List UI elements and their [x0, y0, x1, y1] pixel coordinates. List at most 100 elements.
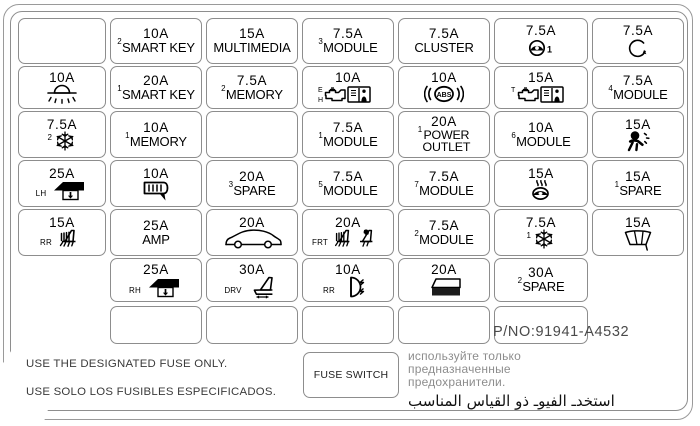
power-seat-icon: [246, 275, 280, 299]
fuse-amperage: 15A: [528, 69, 554, 85]
fuse-amperage: 15A: [625, 168, 651, 184]
fuse-amperage: 10A: [528, 119, 554, 135]
icon-row: RH: [129, 277, 183, 298]
note-arabic: استخدـ الفيوـ ذو القياس المناسب: [408, 392, 615, 410]
fuse-index-superscript: 1: [117, 83, 122, 93]
fuse-slot-empty[interactable]: [494, 306, 588, 344]
fuse-slot-empty[interactable]: [206, 306, 298, 344]
fuse-label-text: MODULE: [323, 182, 378, 198]
fuse-slot[interactable]: 15A: [494, 160, 588, 207]
fuse-slot-empty[interactable]: [110, 306, 202, 344]
fuse-position-label: RR: [40, 238, 52, 248]
fuse-index-superscript: 6: [511, 130, 516, 140]
fuse-label-text: SPARE: [619, 182, 662, 198]
fuse-index-superscript: 1: [526, 231, 531, 241]
fuse-position-label: RH: [129, 285, 141, 295]
fuse-amperage: 20A: [431, 262, 457, 278]
icon-row: 1: [526, 229, 556, 250]
fuse-amperage: 15A: [239, 26, 265, 42]
fuse-label-text: MEMORY: [225, 86, 283, 102]
fuse-slot-empty[interactable]: [398, 306, 490, 344]
fuse-slot[interactable]: 20A: [206, 209, 298, 256]
fuse-slot[interactable]: 15A: [592, 111, 684, 158]
fuse-position-label: DRV: [224, 285, 242, 295]
fuse-amperage: 7.5A: [236, 72, 268, 88]
fuse-slot-empty[interactable]: [18, 18, 106, 64]
icon-row: [39, 84, 85, 105]
fuse-slot[interactable]: 20A: [398, 258, 490, 302]
fuse-position-label: LH: [35, 189, 47, 199]
fuse-amperage: 7.5A: [332, 26, 364, 42]
svg-text:ABS: ABS: [437, 93, 452, 100]
outer-plate-border: [3, 4, 693, 420]
fuse-amperage: 10A: [335, 262, 361, 278]
fuse-index-superscript: 3: [318, 37, 323, 47]
fuse-amperage: 20A: [335, 214, 361, 230]
fuse-label-text: AMP: [142, 231, 170, 247]
snowflake-icon: [54, 130, 76, 152]
fuse-label-text: SMART KEY: [121, 86, 195, 102]
fuse-slot[interactable]: 10A: [18, 66, 106, 109]
fuse-amperage: 7.5A: [332, 168, 364, 184]
icon-row: 2: [48, 130, 77, 152]
fuse-index-superscript: 4: [608, 83, 613, 93]
fuse-label-text: SPARE: [233, 182, 276, 198]
fuse-switch-button[interactable]: FUSE SWITCH: [303, 352, 399, 398]
fuse-amperage: 30A: [528, 265, 554, 281]
icon-row: [625, 38, 651, 58]
icon-row: [424, 277, 464, 297]
fuse-label-text: MEMORY: [129, 133, 187, 149]
fuse-slot[interactable]: 10A: [110, 160, 202, 207]
fuse-amperage: 10A: [143, 26, 169, 42]
fuse-slot[interactable]: 15A: [592, 209, 684, 256]
icon-row: [222, 229, 282, 249]
fuse-slot-empty[interactable]: [206, 111, 298, 158]
fuse-slot[interactable]: 7.5A: [592, 18, 684, 64]
icon-row: [625, 131, 651, 152]
fuse-slot-empty[interactable]: [302, 306, 394, 344]
svg-text:H: H: [318, 97, 323, 104]
vehicle-icon: [222, 228, 282, 250]
fuse-label-text: MODULE: [613, 86, 668, 102]
fuse-label-line: POWER: [423, 128, 470, 143]
icon-row: [528, 180, 554, 201]
fuse-amperage: 7.5A: [428, 217, 460, 233]
fuse-amperage: 7.5A: [622, 72, 654, 88]
